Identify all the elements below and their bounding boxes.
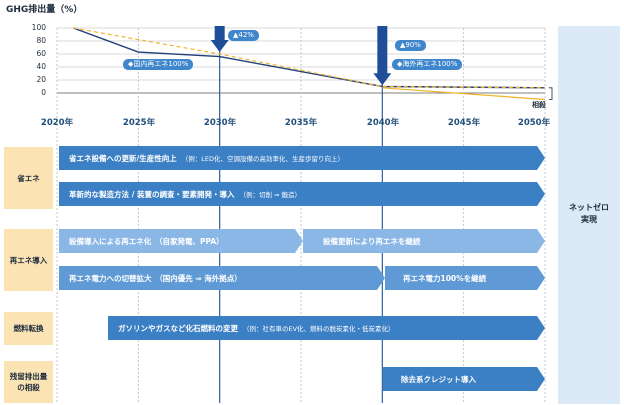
y-tick-label: 0 bbox=[41, 88, 46, 97]
y-tick-label: 40 bbox=[36, 62, 46, 71]
reduction-2030-callout: ▲42% bbox=[228, 30, 259, 41]
measure-bar: ガソリンやガスなど化石燃料の変更 （例：社有車のEV化、燃料の脱炭素化・低炭素化… bbox=[108, 316, 545, 340]
chart-title: GHG排出量（%） bbox=[6, 5, 83, 15]
measure-bar: 再エネ電力への切替拡大 （国内優先 ⇒ 海外拠点） bbox=[59, 266, 385, 290]
netzero-label: ネットゼロ 実現 bbox=[558, 202, 620, 226]
year-label: 2050年 bbox=[517, 118, 551, 128]
offset-end-label: 相殺 bbox=[532, 101, 546, 109]
year-label: 2040年 bbox=[366, 118, 400, 128]
measure-label: 設備導入による再エネ化 （自家発電、PPA） bbox=[69, 236, 224, 246]
measure-label: 除去系クレジット導入 bbox=[401, 374, 476, 384]
year-label: 2025年 bbox=[122, 118, 156, 128]
measure-label: 再エネ電力100%を継続 bbox=[403, 273, 487, 283]
measure-bar: 再エネ電力100%を継続 bbox=[385, 266, 545, 290]
measure-example: （例：切削 ⇒ 鍛造） bbox=[239, 191, 302, 199]
measure-label: 設備更新により再エネを継続 bbox=[323, 236, 421, 246]
year-label: 2045年 bbox=[447, 118, 481, 128]
measure-bar: 除去系クレジット導入 bbox=[383, 367, 545, 391]
measure-label: 省エネ設備への更新/生産性向上 bbox=[69, 153, 177, 163]
category-offset-line1: 残留排出量 bbox=[9, 372, 48, 381]
y-tick-label: 60 bbox=[36, 49, 46, 58]
series-line bbox=[382, 87, 546, 101]
measure-example: （例：社有車のEV化、燃料の脱炭素化・低炭素化） bbox=[243, 325, 395, 333]
year-label: 2030年 bbox=[203, 118, 237, 128]
domestic-callout: ◆国内再エネ100% bbox=[123, 59, 194, 70]
category-offset-line2: の相殺 bbox=[17, 383, 40, 392]
measure-bar: 革新的な製造方法 / 装置の調査・要素開発・導入 （例：切削 ⇒ 鍛造） bbox=[59, 182, 545, 206]
year-label: 2035年 bbox=[284, 118, 318, 128]
netzero-line1: ネットゼロ bbox=[569, 203, 609, 212]
y-tick-label: 20 bbox=[36, 75, 46, 84]
category-renewable: 再エネ導入 bbox=[4, 229, 53, 291]
measure-label: ガソリンやガスなど化石燃料の変更 bbox=[118, 323, 238, 333]
category-fuel: 燃料転換 bbox=[4, 312, 53, 345]
offset-bracket bbox=[549, 87, 553, 100]
measure-bar: 設備導入による再エネ化 （自家発電、PPA） bbox=[59, 229, 303, 253]
netzero-column bbox=[558, 26, 620, 404]
measure-example: （例：LED化、空調設備の高効率化、生産歩留り向上） bbox=[181, 155, 344, 163]
series-line bbox=[73, 27, 546, 89]
measure-label: 再エネ電力への切替拡大 （国内優先 ⇒ 海外拠点） bbox=[69, 273, 242, 283]
measure-label: 革新的な製造方法 / 装置の調査・要素開発・導入 bbox=[69, 189, 235, 199]
measure-bar: 設備更新により再エネを継続 bbox=[303, 229, 545, 253]
overseas-callout: ◆海外再エネ100% bbox=[392, 59, 463, 70]
netzero-line2: 実現 bbox=[581, 215, 597, 224]
y-tick-label: 100 bbox=[31, 23, 46, 32]
series-line bbox=[73, 27, 546, 89]
y-tick-label: 80 bbox=[36, 36, 46, 45]
reduction-arrow bbox=[210, 26, 229, 52]
reduction-2040-callout: ▲90% bbox=[395, 40, 426, 51]
reduction-arrow bbox=[373, 26, 392, 86]
year-label: 2020年 bbox=[40, 118, 74, 128]
category-offset: 残留排出量 の相殺 bbox=[4, 361, 53, 403]
measure-bar: 省エネ設備への更新/生産性向上 （例：LED化、空調設備の高効率化、生産歩留り向… bbox=[59, 146, 545, 170]
category-energy-saving: 省エネ bbox=[4, 147, 53, 209]
